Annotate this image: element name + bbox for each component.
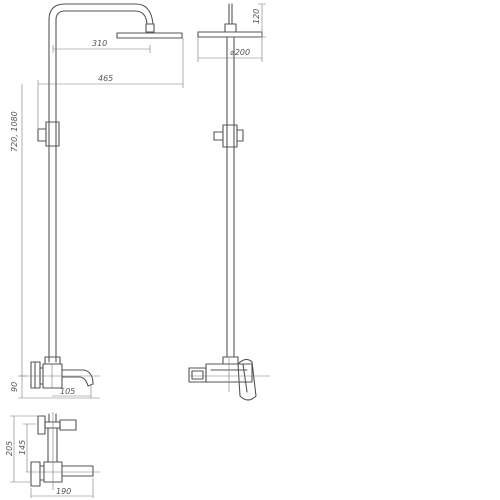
front-shower-head xyxy=(116,23,183,39)
dim-line-spout-height xyxy=(18,376,100,399)
front-mixer-axis xyxy=(20,364,100,388)
side-view xyxy=(188,3,270,401)
dim-label-mixer-width: 190 xyxy=(56,487,71,496)
dim-line-height xyxy=(18,84,26,377)
detail-column xyxy=(47,427,58,463)
dim-label-head-reach: 310 xyxy=(92,39,107,48)
side-dimensions: 120 ⌀200 xyxy=(197,3,266,62)
side-mixer-axis xyxy=(190,358,270,392)
dim-label-head-diameter: ⌀200 xyxy=(230,48,250,57)
side-holder xyxy=(213,124,244,148)
dim-line-arm-reach xyxy=(37,38,184,130)
side-pipe-joint xyxy=(222,356,239,365)
front-pipe-joint xyxy=(44,356,61,365)
dim-line-mixer-width xyxy=(30,478,94,498)
side-shower-head xyxy=(197,23,263,38)
dim-line-head-diameter xyxy=(197,37,263,62)
dim-label-mixer-mid: 145 xyxy=(18,440,27,455)
front-spout xyxy=(61,369,94,387)
dim-line-head-reach xyxy=(52,45,151,53)
detail-lower-body xyxy=(30,461,63,487)
side-left-handle xyxy=(188,367,207,383)
side-arm-stub xyxy=(228,3,233,25)
dim-label-mixer-height: 205 xyxy=(5,441,14,456)
dim-label-height: 720, 1080 xyxy=(10,111,19,152)
mixer-detail-dimensions: 205 145 190 xyxy=(5,415,94,498)
front-mixer-handle xyxy=(30,361,41,389)
dim-label-arm-reach: 465 xyxy=(98,74,113,83)
dim-label-spout-length: 105 xyxy=(60,387,75,396)
detail-spout xyxy=(61,465,94,477)
dim-label-head-drop: 120 xyxy=(252,9,261,24)
front-riser-pipe xyxy=(48,19,57,363)
side-riser-pipe xyxy=(226,37,235,358)
dim-line-mixer-mid xyxy=(23,423,36,472)
dim-label-spout-height: 90 xyxy=(10,382,19,392)
front-holder-bracket xyxy=(37,121,60,147)
front-dimensions: 310 465 720, 1080 90 105 xyxy=(10,38,184,399)
side-right-lever xyxy=(237,358,257,401)
detail-axis xyxy=(26,412,100,490)
front-view xyxy=(20,3,183,389)
mixer-detail xyxy=(26,412,100,490)
detail-top-pipe xyxy=(44,413,61,429)
front-overhead-arm xyxy=(48,3,154,25)
detail-top-handle xyxy=(37,415,77,435)
dim-line-mixer-height xyxy=(10,415,40,483)
dim-line-spout-length xyxy=(52,386,92,398)
